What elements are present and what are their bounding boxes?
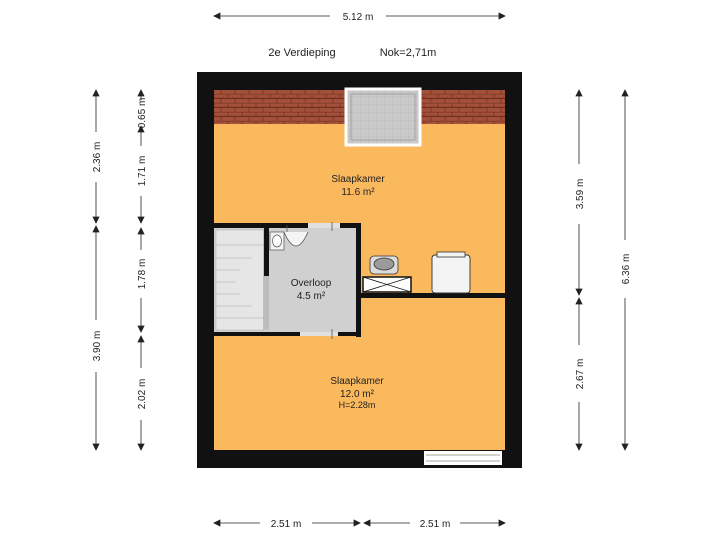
dimension-left-outer-bottom: 3.90 m — [92, 331, 103, 362]
floor-label: 2e Verdieping — [268, 47, 335, 59]
dimension-left-inner-2: 1.71 m — [137, 156, 148, 187]
landing-name: Overloop — [291, 278, 332, 289]
dimension-right-inner-top: 3.59 m — [575, 179, 586, 210]
dimension-left-outer — [92, 89, 100, 451]
door-landing-top — [308, 223, 340, 228]
dimension-left-inner-3: 1.78 m — [137, 259, 148, 290]
washbasin-icon — [369, 255, 399, 275]
landing-area: 4.5 m² — [297, 291, 326, 302]
stair-wall — [264, 228, 269, 276]
dimension-left-inner — [137, 89, 145, 451]
wall-horizontal-bottom — [214, 332, 361, 336]
dimension-right-inner-bottom: 2.67 m — [575, 359, 586, 390]
sink-icon — [269, 231, 285, 251]
appliance-icon — [431, 251, 471, 294]
dimension-left-outer-top: 2.36 m — [92, 142, 103, 173]
bedroom-top-area: 11.6 m² — [341, 187, 375, 198]
wall-landing-right — [356, 223, 361, 337]
bedroom-top-name: Slaapkamer — [331, 174, 385, 185]
closet — [362, 276, 412, 293]
shower-icon — [283, 231, 309, 247]
dimension-left-inner-4: 2.02 m — [137, 379, 148, 410]
staircase — [215, 229, 269, 331]
window-bottom — [424, 451, 502, 465]
bedroom-bottom-height: H=2.28m — [339, 400, 376, 410]
wall-horizontal-mid — [359, 293, 522, 298]
bedroom-bottom-area: 12.0 m² — [340, 389, 375, 400]
ridge-height-label: Nok=2,71m — [380, 47, 437, 59]
dimension-top — [213, 12, 506, 20]
door-landing-bottom — [300, 332, 338, 336]
dimension-top-label: 5.12 m — [343, 12, 374, 23]
dimension-bottom — [213, 519, 506, 527]
dimension-right-inner — [575, 89, 583, 451]
dimension-bottom-right-label: 2.51 m — [420, 519, 451, 530]
dimension-right-outer-label: 6.36 m — [621, 254, 632, 285]
bedroom-bottom-name: Slaapkamer — [330, 376, 384, 387]
dimension-left-inner-1: 0.65 m — [137, 98, 148, 129]
dimension-bottom-left-label: 2.51 m — [271, 519, 302, 530]
wall-horizontal-top — [197, 223, 359, 228]
dimension-right-outer — [621, 89, 629, 451]
skylight — [344, 87, 422, 147]
